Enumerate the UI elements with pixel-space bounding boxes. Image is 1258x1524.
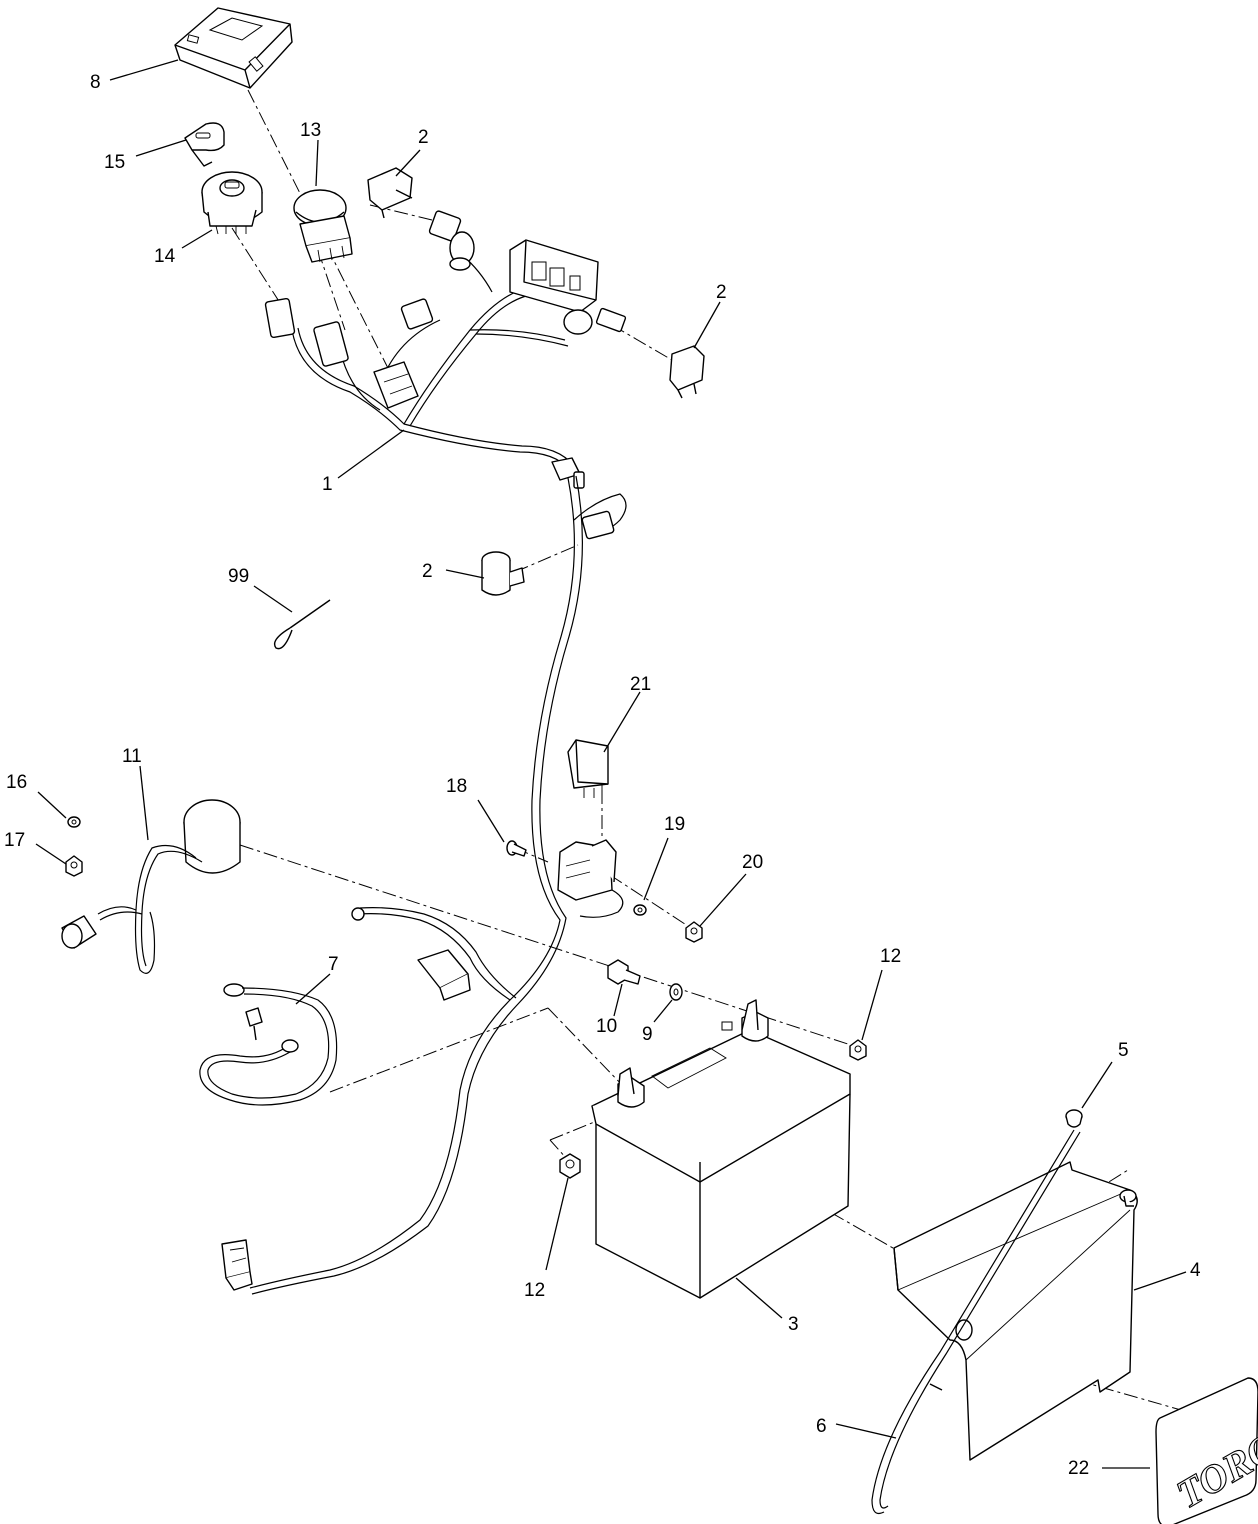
washer-16 bbox=[67, 816, 81, 828]
hour-meter bbox=[174, 7, 293, 89]
ignition-switch bbox=[201, 171, 263, 235]
callout-2-middle: 2 bbox=[422, 561, 433, 582]
callout-7: 7 bbox=[328, 954, 339, 975]
callout-3: 3 bbox=[788, 1314, 799, 1335]
nut-12-left bbox=[559, 1153, 581, 1179]
callout-21: 21 bbox=[630, 674, 651, 695]
hold-down-rod bbox=[871, 1129, 1081, 1515]
interlock-switch-right bbox=[669, 345, 705, 399]
bolt-10 bbox=[607, 959, 641, 985]
callout-22: 22 bbox=[1068, 1458, 1089, 1479]
callout-9: 9 bbox=[642, 1024, 653, 1045]
callout-numbers: 8 15 13 2 14 2 1 2 99 21 11 16 18 19 17 … bbox=[4, 72, 1201, 1479]
callout-8: 8 bbox=[90, 72, 101, 93]
callout-5: 5 bbox=[1118, 1040, 1129, 1061]
pto-switch bbox=[293, 189, 353, 263]
leader-lines bbox=[35, 59, 1187, 1469]
callout-19: 19 bbox=[664, 814, 685, 835]
battery-shield bbox=[893, 1161, 1138, 1461]
callout-17: 17 bbox=[4, 830, 25, 851]
assembly-phantom-lines bbox=[231, 89, 1189, 1413]
washer-19 bbox=[633, 904, 647, 916]
callout-11: 11 bbox=[122, 746, 142, 767]
callout-14: 14 bbox=[154, 246, 176, 267]
callout-4: 4 bbox=[1190, 1260, 1201, 1281]
negative-battery-cable bbox=[61, 799, 241, 974]
callout-2-top: 2 bbox=[418, 127, 429, 148]
cable-tie bbox=[273, 599, 331, 650]
callout-12-right: 12 bbox=[880, 946, 901, 967]
callout-10: 10 bbox=[596, 1016, 617, 1037]
callout-12-left: 12 bbox=[524, 1280, 545, 1301]
callout-99: 99 bbox=[228, 566, 249, 587]
wire-harness bbox=[221, 210, 627, 1295]
callout-18: 18 bbox=[446, 776, 467, 797]
interlock-switch-top bbox=[367, 167, 413, 219]
callout-1: 1 bbox=[322, 474, 333, 495]
relay bbox=[567, 739, 609, 798]
callout-15: 15 bbox=[104, 152, 125, 173]
callout-2-right: 2 bbox=[716, 282, 727, 303]
callout-13: 13 bbox=[300, 120, 321, 141]
battery bbox=[591, 999, 851, 1299]
nut-17 bbox=[65, 855, 83, 877]
nut-20 bbox=[685, 921, 703, 943]
callout-16: 16 bbox=[6, 772, 27, 793]
positive-battery-cable bbox=[199, 983, 338, 1106]
nut-12-right bbox=[849, 1039, 867, 1061]
callout-20: 20 bbox=[742, 852, 763, 873]
screw bbox=[506, 840, 527, 857]
screw-5 bbox=[1065, 1109, 1083, 1128]
washer-9 bbox=[669, 983, 683, 1001]
callout-6: 6 bbox=[816, 1416, 827, 1437]
toro-decal: TORO bbox=[1155, 1377, 1258, 1524]
ignition-key bbox=[184, 122, 225, 167]
interlock-switch-middle bbox=[481, 551, 525, 596]
